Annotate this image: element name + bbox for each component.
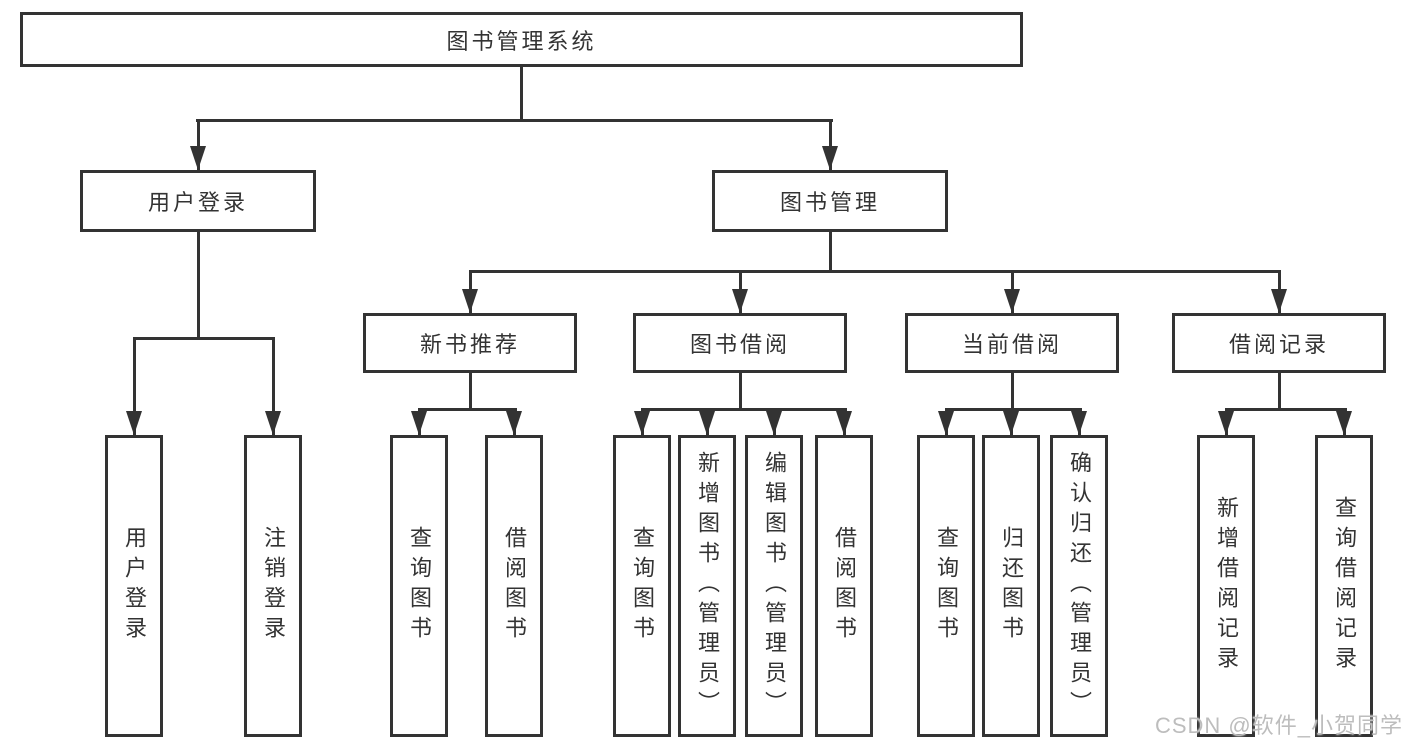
node-label: 用户登录 xyxy=(122,526,147,646)
leaf-edit-books-admin: 编辑图书（管理员） xyxy=(745,435,803,737)
connector-line xyxy=(829,232,832,270)
arrowhead-down-icon xyxy=(1003,411,1019,435)
node-label: 当前借阅 xyxy=(961,332,1062,357)
connector-line xyxy=(520,67,523,119)
node-label: 新书推荐 xyxy=(419,332,520,357)
node-label: 查询图书 xyxy=(934,526,959,646)
arrowhead-down-icon xyxy=(1218,411,1234,435)
connector-line xyxy=(418,408,517,411)
leaf-borrow-books-recommend: 借阅图书 xyxy=(485,435,543,737)
leaf-query-books-recommend: 查询图书 xyxy=(390,435,448,737)
node-label: 图书管理系统 xyxy=(446,28,597,54)
leaf-add-borrow-record: 新增借阅记录 xyxy=(1197,435,1255,737)
connector-line xyxy=(469,373,472,408)
leaf-query-borrow-record: 查询借阅记录 xyxy=(1315,435,1373,737)
arrowhead-down-icon xyxy=(836,411,852,435)
node-new-book-recommend: 新书推荐 xyxy=(363,313,577,373)
arrowhead-down-icon xyxy=(732,289,748,313)
connector-line xyxy=(1011,373,1014,408)
connector-line xyxy=(196,119,833,122)
connector-line xyxy=(133,337,136,435)
leaf-query-books-borrowing: 查询图书 xyxy=(613,435,671,737)
csdn-watermark: CSDN @软件_小贺同学 xyxy=(1154,713,1403,738)
node-label: 注销登录 xyxy=(261,526,286,646)
node-label: 新增借阅记录 xyxy=(1214,496,1239,676)
node-borrow-records: 借阅记录 xyxy=(1172,313,1386,373)
connector-line xyxy=(469,270,1281,273)
arrowhead-down-icon xyxy=(766,411,782,435)
arrowhead-down-icon xyxy=(265,411,281,435)
node-label: 借阅图书 xyxy=(502,526,527,646)
node-label: 图书管理 xyxy=(779,190,880,215)
leaf-query-books-current: 查询图书 xyxy=(917,435,975,737)
leaf-logout: 注销登录 xyxy=(244,435,302,737)
leaf-confirm-return-admin: 确认归还（管理员） xyxy=(1050,435,1108,737)
arrowhead-down-icon xyxy=(634,411,650,435)
connector-line xyxy=(945,408,1082,411)
arrowhead-down-icon xyxy=(190,146,206,170)
node-label: 确认归还（管理员） xyxy=(1067,451,1092,721)
connector-line xyxy=(133,337,275,340)
node-label: 查询图书 xyxy=(407,526,432,646)
node-label: 查询借阅记录 xyxy=(1332,496,1357,676)
arrowhead-down-icon xyxy=(1271,289,1287,313)
connector-line xyxy=(197,232,200,337)
arrowhead-down-icon xyxy=(699,411,715,435)
connector-line xyxy=(829,119,832,170)
leaf-user-login: 用户登录 xyxy=(105,435,163,737)
node-current-borrowing: 当前借阅 xyxy=(905,313,1119,373)
node-book-management: 图书管理 xyxy=(712,170,948,232)
arrowhead-down-icon xyxy=(506,411,522,435)
leaf-add-books-admin: 新增图书（管理员） xyxy=(678,435,736,737)
leaf-borrow-books-borrowing: 借阅图书 xyxy=(815,435,873,737)
node-library-management-system: 图书管理系统 xyxy=(20,12,1023,67)
node-label: 借阅记录 xyxy=(1228,332,1329,357)
node-user-login: 用户登录 xyxy=(80,170,316,232)
arrowhead-down-icon xyxy=(1004,289,1020,313)
node-label: 借阅图书 xyxy=(832,526,857,646)
node-book-borrowing: 图书借阅 xyxy=(633,313,847,373)
connector-line xyxy=(197,119,200,170)
leaf-return-books: 归还图书 xyxy=(982,435,1040,737)
node-label: 归还图书 xyxy=(999,526,1024,646)
connector-line xyxy=(641,408,847,411)
node-label: 查询图书 xyxy=(630,526,655,646)
node-label: 新增图书（管理员） xyxy=(695,451,720,721)
connector-line xyxy=(272,337,275,435)
connector-line xyxy=(739,373,742,408)
connector-line xyxy=(1278,373,1281,408)
arrowhead-down-icon xyxy=(1071,411,1087,435)
arrowhead-down-icon xyxy=(1336,411,1352,435)
arrowhead-down-icon xyxy=(462,289,478,313)
connector-line xyxy=(1225,408,1347,411)
arrowhead-down-icon xyxy=(411,411,427,435)
node-label: 图书借阅 xyxy=(689,332,790,357)
node-label: 用户登录 xyxy=(147,190,248,215)
arrowhead-down-icon xyxy=(938,411,954,435)
arrowhead-down-icon xyxy=(126,411,142,435)
arrowhead-down-icon xyxy=(822,146,838,170)
node-label: 编辑图书（管理员） xyxy=(762,451,787,721)
